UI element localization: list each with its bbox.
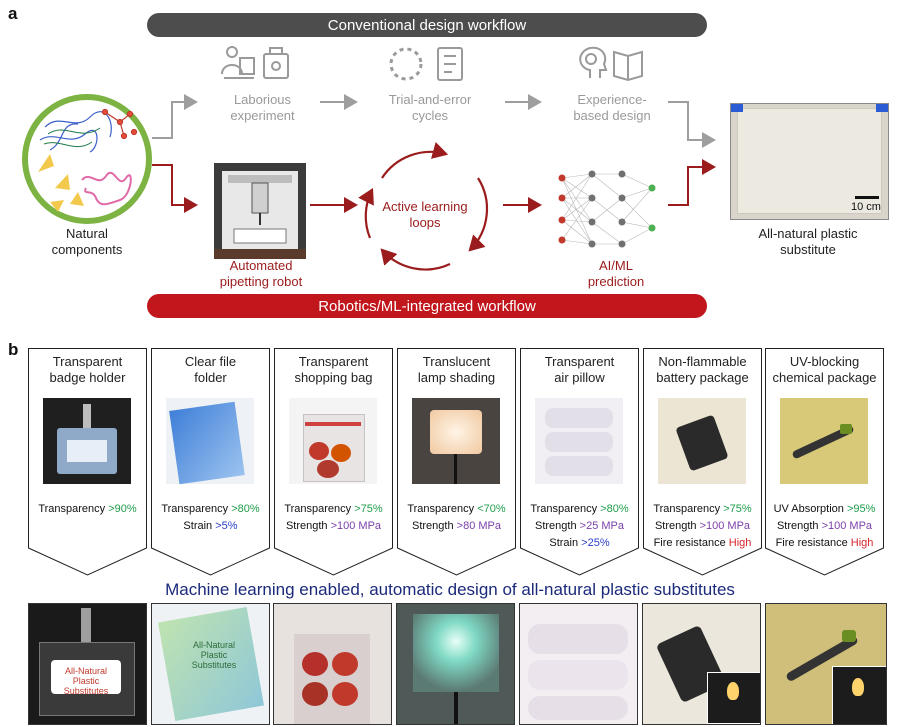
battery-package-photo	[658, 398, 746, 484]
product-photo: 10 cm	[730, 103, 889, 220]
card-property: Transparency >75%	[284, 503, 383, 515]
flow-arrows	[152, 94, 716, 271]
arrow-to-laborious	[152, 94, 198, 139]
file-folder-photo	[166, 398, 254, 485]
laborious-experiment-icon	[221, 46, 289, 79]
arrow-to-product-grey	[668, 101, 716, 148]
card-property: Fire resistance High	[775, 537, 874, 549]
card-property: Strain >5%	[183, 520, 238, 532]
air-pillow-photo	[535, 398, 623, 484]
chemical-package-photo	[780, 398, 868, 484]
shopping-bag-photo	[289, 398, 377, 484]
card-property: Strength >100 MPa	[285, 520, 382, 532]
card-property: Strain >25%	[549, 537, 610, 549]
badge-holder-photo	[43, 398, 131, 484]
trial-error-icon	[389, 47, 463, 81]
arrow-to-robot	[152, 164, 198, 213]
pipetting-robot-icon	[214, 163, 306, 259]
panel-b-label: b	[8, 340, 19, 359]
card-property: UV Absorption >95%	[773, 503, 876, 515]
photo-battery-package	[642, 603, 761, 725]
card-property: Transparency >80%	[161, 503, 260, 515]
card-property: Transparency <70%	[407, 503, 506, 515]
experience-design-label: Experience-based design	[573, 92, 651, 123]
card-property: Transparency >75%	[653, 503, 752, 515]
experience-design-icon	[579, 46, 643, 82]
card-property: Strength >100 MPa	[776, 520, 873, 532]
photo-shopping-bag	[273, 603, 392, 725]
conventional-workflow-banner: Conventional design workflow	[147, 13, 707, 37]
panel-a-label: a	[8, 4, 18, 23]
card-property: Strength >100 MPa	[654, 520, 751, 532]
panel-b-caption: Machine learning enabled, automatic desi…	[165, 580, 735, 599]
integrated-workflow-banner: Robotics/ML-integrated workflow	[147, 294, 707, 318]
lamp-shading-photo	[412, 398, 500, 484]
photo-lamp-shading	[396, 603, 515, 725]
neural-network-icon	[558, 170, 656, 248]
photo-air-pillow	[519, 603, 638, 725]
natural-components-icon	[22, 94, 152, 224]
card-property: Strength >80 MPa	[412, 520, 501, 532]
card-property: Fire resistance High	[653, 537, 752, 549]
photo-chemical-package	[765, 603, 887, 725]
scale-bar-label: 10 cm	[851, 201, 881, 213]
active-learning-loop-icon	[358, 141, 489, 271]
arrow-to-product-red	[668, 159, 716, 206]
card-property: Strength >25 MPa	[535, 520, 624, 532]
card-property: Transparency >90%	[38, 503, 137, 515]
scale-bar	[855, 196, 879, 199]
card-property: Transparency >80%	[530, 503, 629, 515]
